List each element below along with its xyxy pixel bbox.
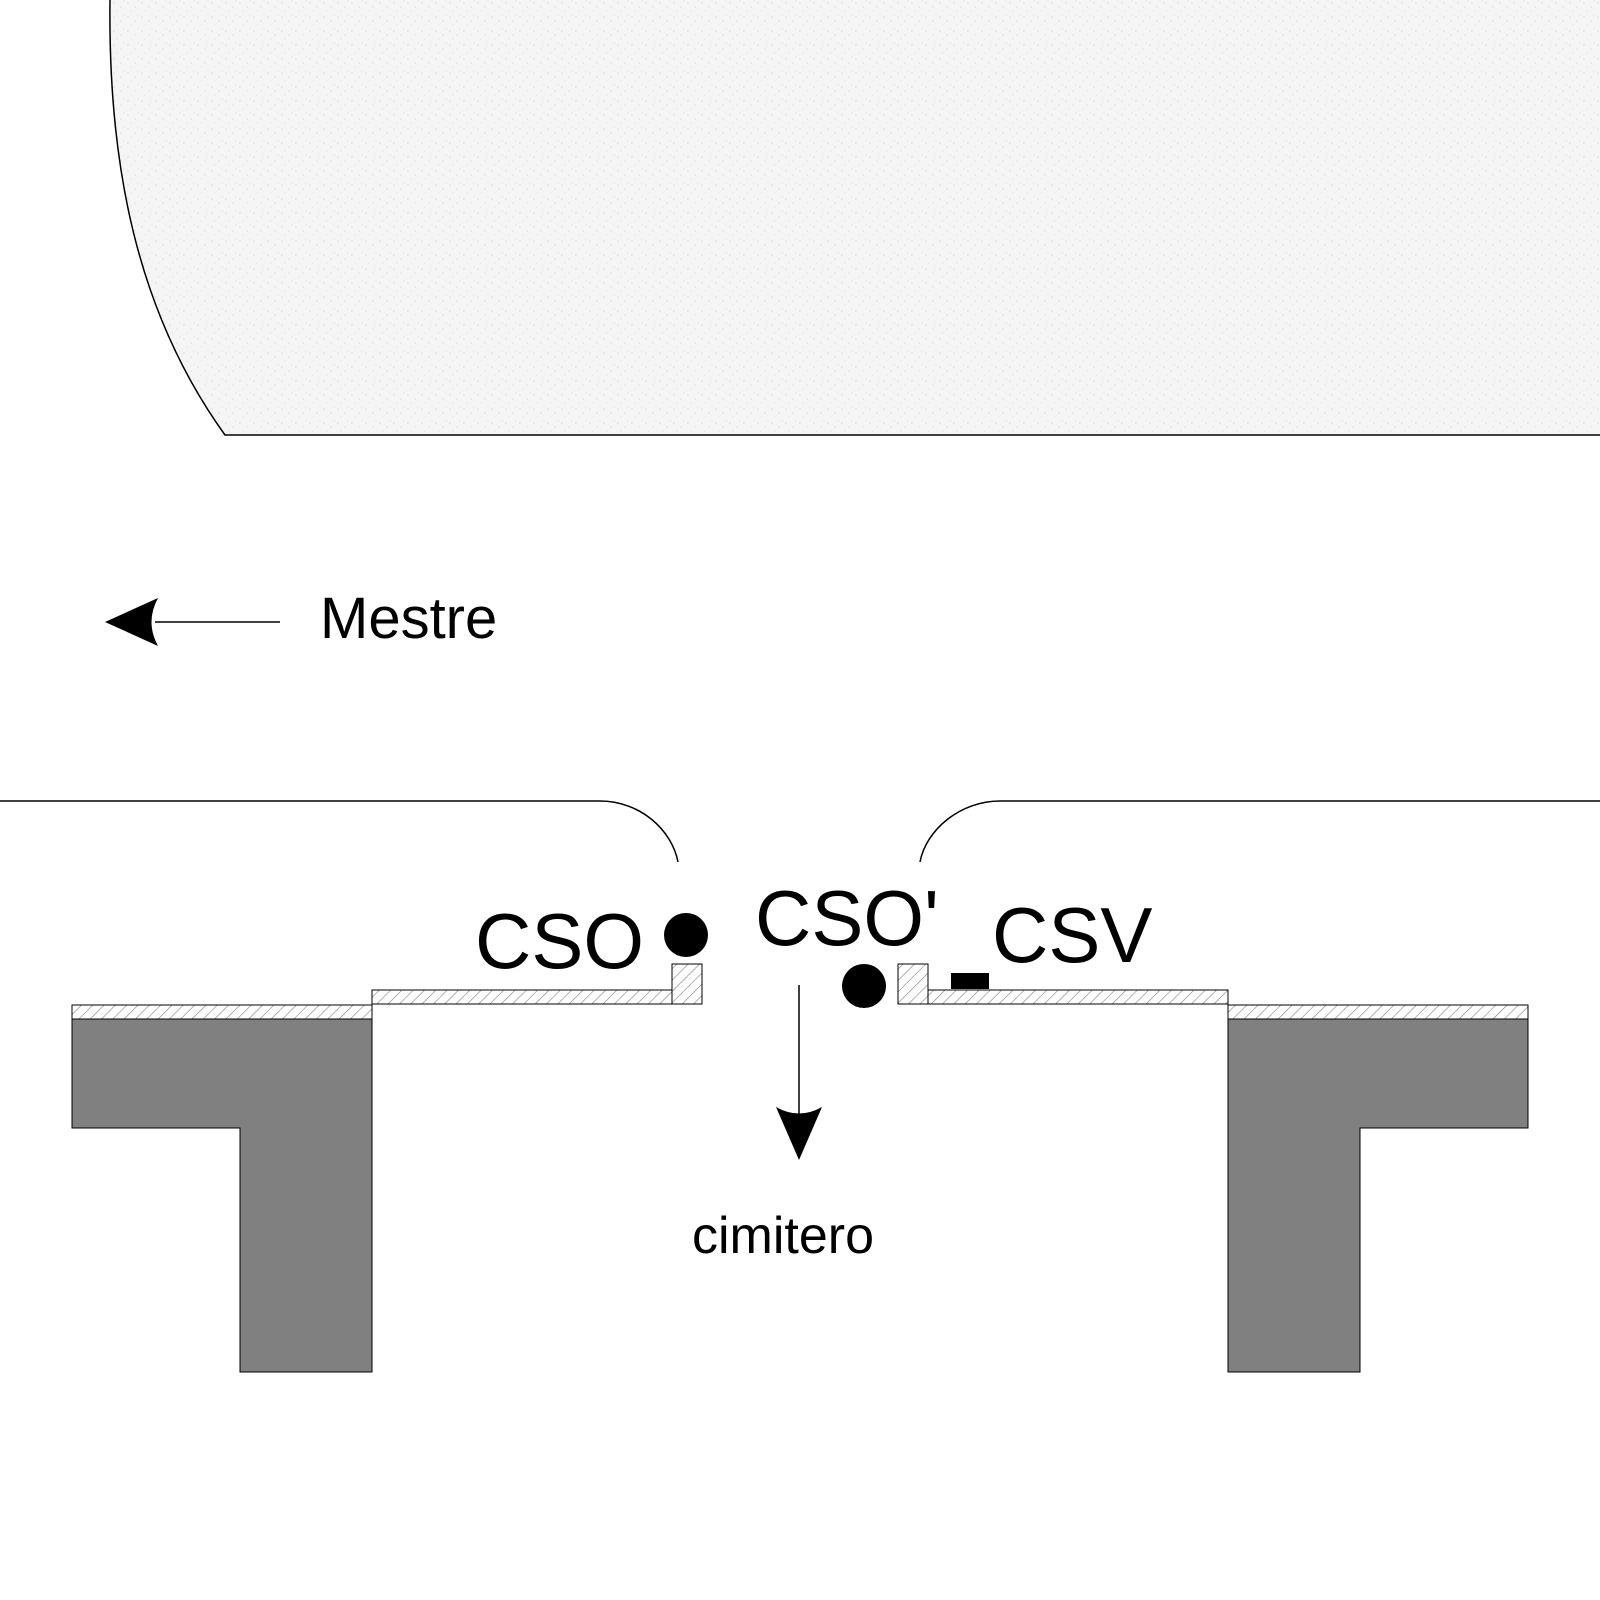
arrow-down-icon (776, 985, 822, 1160)
road-edge-right (919, 800, 1600, 863)
sensor-cso-dot (664, 913, 708, 957)
road-edge-left (0, 800, 679, 863)
building-left (71, 1018, 373, 1373)
top-area-boundary (109, 0, 1600, 436)
building-right (1227, 1018, 1529, 1373)
sensor-csv-bar (951, 973, 989, 989)
label-cso: CSO (475, 897, 644, 985)
label-csv: CSV (992, 891, 1152, 979)
label-cso-prime: CSO' (755, 874, 939, 962)
arrow-left-icon (105, 598, 280, 646)
sidewalk-left (71, 963, 703, 1020)
sensor-cso-prime-dot (842, 964, 886, 1008)
label-cimitero: cimitero (692, 1207, 874, 1265)
sidewalk-right (897, 963, 1529, 1020)
top-area-region (109, 0, 1600, 435)
label-mestre: Mestre (320, 586, 497, 651)
